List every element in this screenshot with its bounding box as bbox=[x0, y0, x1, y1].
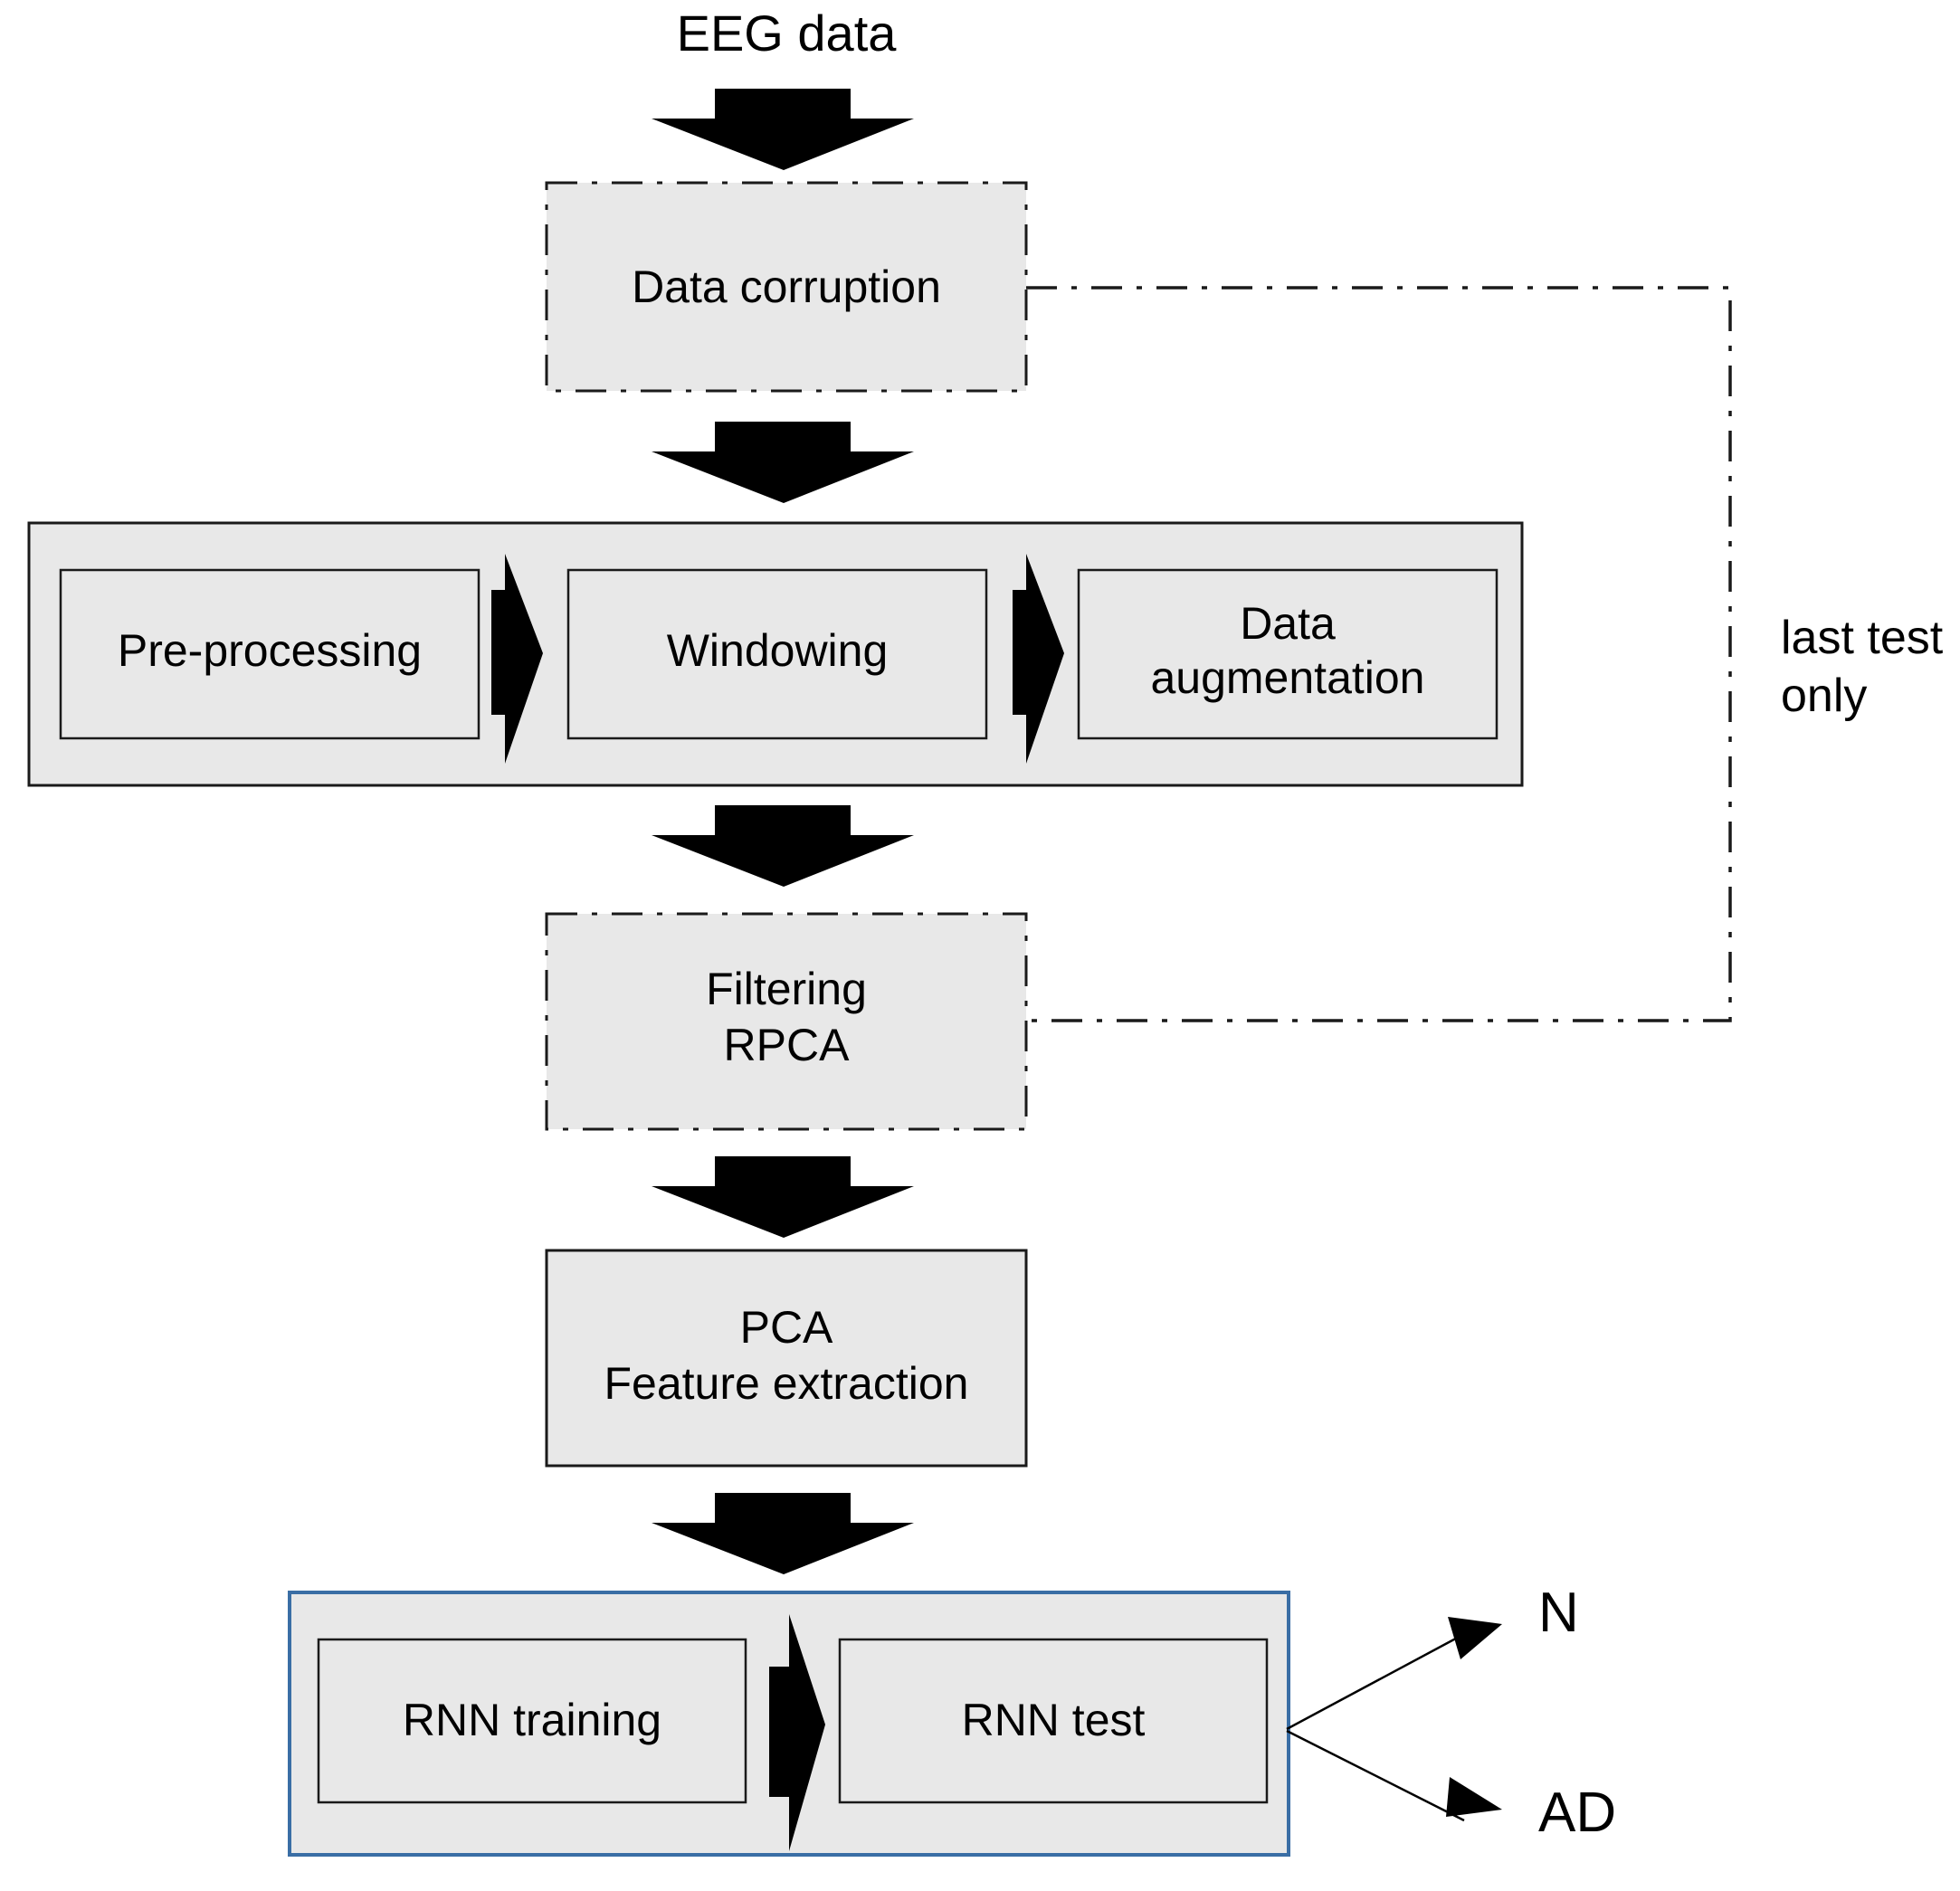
rnn-training-border bbox=[317, 1638, 747, 1804]
rnn-container-border bbox=[288, 1591, 1290, 1857]
filtering-label-line1: Filtering bbox=[706, 964, 867, 1014]
data-corruption-fill bbox=[547, 183, 1026, 391]
data-augmentation-label-line2: augmentation bbox=[1150, 652, 1424, 703]
rnn-test-label: RNN test bbox=[962, 1695, 1146, 1745]
windowing-label: Windowing bbox=[667, 625, 889, 676]
branch-line-ad bbox=[1286, 1729, 1465, 1822]
pca-fill bbox=[547, 1250, 1026, 1466]
chevron-arrow-windowing-to-augmentation bbox=[1013, 554, 1064, 764]
processing-container-border bbox=[27, 521, 1524, 787]
rnn-training-label: RNN training bbox=[403, 1695, 661, 1745]
pre-processing-label: Pre-processing bbox=[118, 625, 422, 676]
branch-arrowhead-normal bbox=[1448, 1617, 1502, 1659]
arrow-filtering-to-pca bbox=[652, 1156, 914, 1238]
rnn-training-fill bbox=[319, 1639, 746, 1802]
output-label-n: N bbox=[1538, 1582, 1579, 1644]
pre-processing-fill bbox=[61, 570, 479, 738]
pre-processing-border bbox=[59, 568, 480, 740]
data-augmentation-fill bbox=[1079, 570, 1497, 738]
chevron-arrow-training-to-test bbox=[769, 1614, 825, 1851]
arrow-eeg-to-corruption bbox=[652, 89, 914, 170]
arrow-processing-to-filtering bbox=[652, 805, 914, 887]
pca-label-line1: PCA bbox=[740, 1302, 833, 1353]
windowing-border bbox=[566, 568, 988, 740]
feedback-note-line1: last test bbox=[1781, 612, 1944, 664]
chevron-arrow-preprocessing-to-windowing bbox=[491, 554, 543, 764]
arrow-pca-to-rnn bbox=[652, 1493, 914, 1574]
pca-border bbox=[545, 1249, 1028, 1468]
filtering-fill bbox=[547, 914, 1026, 1129]
branch-line-normal bbox=[1286, 1632, 1465, 1731]
rnn-test-border bbox=[838, 1638, 1269, 1804]
branch-arrowhead-ad bbox=[1446, 1777, 1502, 1817]
filtering-border bbox=[545, 912, 1028, 1131]
data-augmentation-border bbox=[1077, 568, 1499, 740]
data-augmentation-label-line1: Data bbox=[1240, 598, 1336, 649]
feedback-note-line2: only bbox=[1781, 670, 1867, 722]
output-label-ad: AD bbox=[1538, 1782, 1616, 1844]
feedback-connector-last-test-only bbox=[1026, 286, 1732, 1022]
input-label: EEG data bbox=[677, 5, 898, 62]
filtering-label-line2: RPCA bbox=[724, 1020, 851, 1070]
data-corruption-label: Data corruption bbox=[632, 261, 941, 312]
arrow-corruption-to-processing bbox=[652, 422, 914, 503]
windowing-fill bbox=[568, 570, 986, 738]
data-corruption-border bbox=[545, 181, 1028, 393]
rnn-test-fill bbox=[840, 1639, 1267, 1802]
pca-label-line2: Feature extraction bbox=[604, 1358, 969, 1409]
